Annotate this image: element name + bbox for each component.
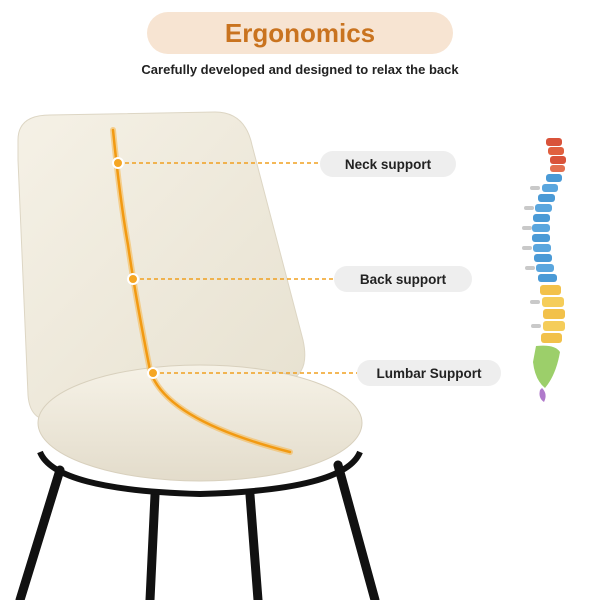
lumbar-dot — [147, 367, 159, 379]
neck-dot — [112, 157, 124, 169]
lumbar-support-label: Lumbar Support — [357, 360, 501, 386]
chair-legs — [15, 460, 380, 600]
page-title: Ergonomics — [147, 12, 453, 54]
seat-frame — [37, 450, 363, 498]
back-support-label: Back support — [334, 266, 472, 292]
spine-illustration-icon — [522, 138, 566, 402]
back-dot — [127, 273, 139, 285]
page-subtitle: Carefully developed and designed to rela… — [141, 62, 459, 77]
neck-support-label: Neck support — [320, 151, 456, 177]
